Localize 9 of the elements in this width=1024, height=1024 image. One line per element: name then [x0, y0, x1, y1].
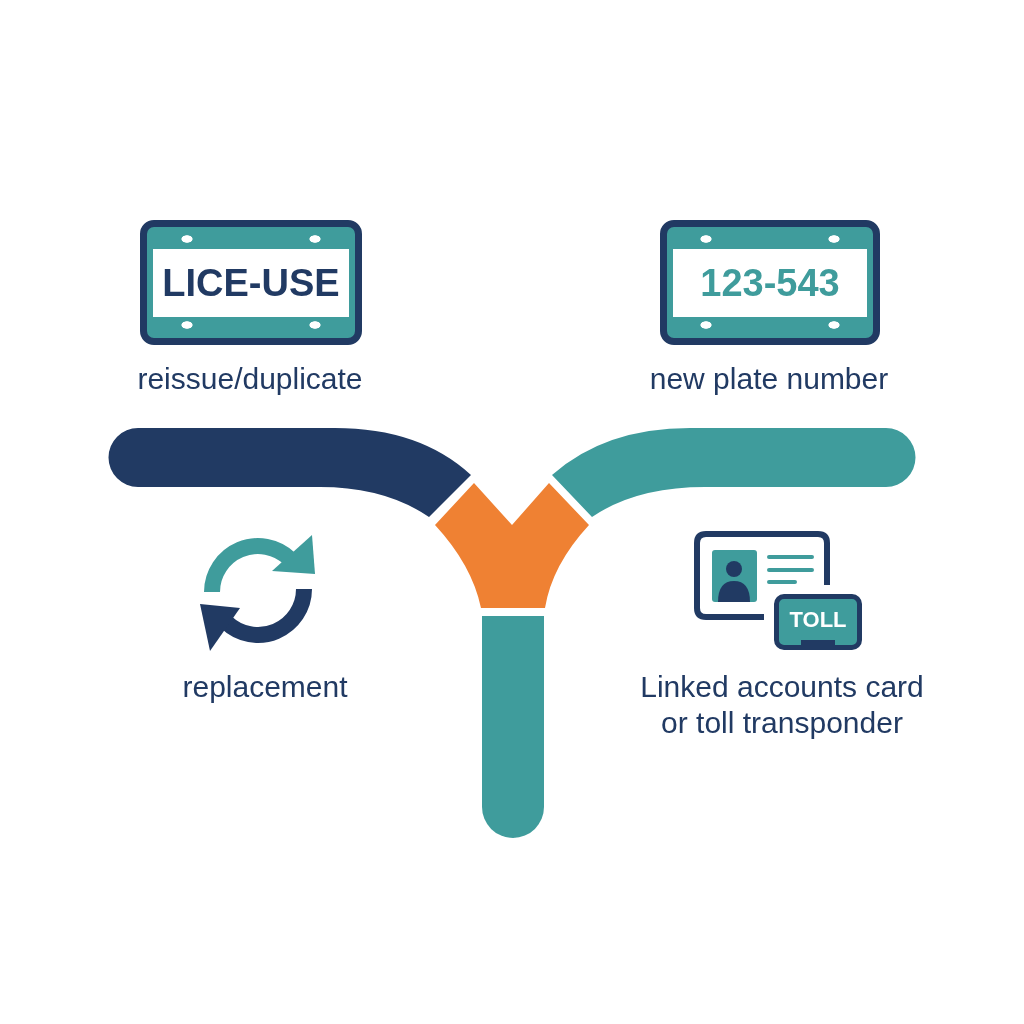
node-label: new plate number — [648, 361, 890, 397]
node-label: reissue/duplicate — [136, 361, 364, 397]
toll-transponder: TOLL — [774, 594, 862, 650]
caption: replacement — [181, 669, 349, 705]
node-label: Linked accounts card or toll transponder — [639, 669, 925, 741]
license-plate — [660, 220, 880, 345]
plate-number: 123-543 — [673, 248, 867, 317]
plate-number: LICE-USE — [153, 248, 349, 317]
license-plate — [140, 220, 362, 345]
